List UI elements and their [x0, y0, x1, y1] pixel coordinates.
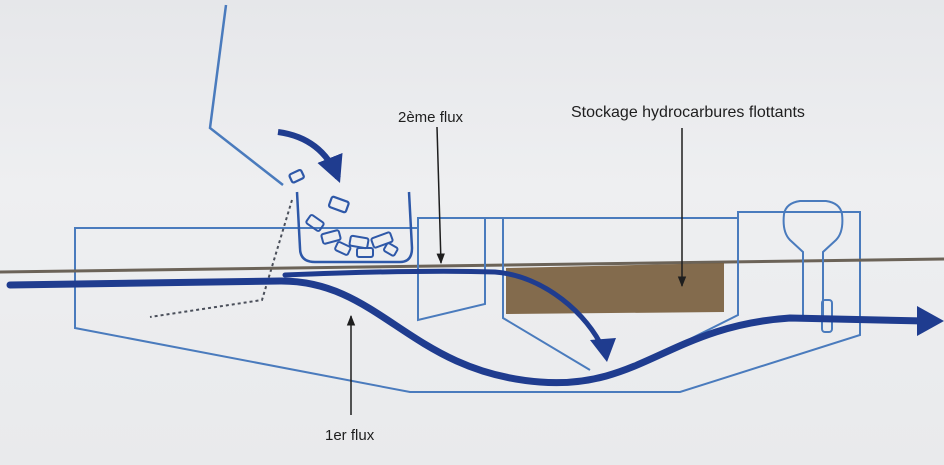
- water-surface: [0, 257, 944, 274]
- outlet-arrowhead: [917, 306, 944, 336]
- debris-basket: [295, 191, 414, 264]
- outlet-valve: [782, 200, 844, 321]
- label-storage: Stockage hydrocarbures flottants: [571, 104, 805, 121]
- second-flow-pointer: [436, 126, 445, 265]
- screen-dotted-line: [149, 199, 293, 318]
- oil-storage-layer: [506, 263, 724, 314]
- baffle-2: [502, 218, 591, 371]
- inlet-pipe: [208, 4, 284, 186]
- inflow-arrow: [277, 129, 343, 184]
- label-second-flow: 2ème flux: [398, 109, 464, 126]
- second-flow-stream: [282, 268, 606, 352]
- separator-tank: [74, 211, 861, 393]
- label-first-flow: 1er flux: [325, 427, 375, 444]
- debris-in-basket: [305, 214, 399, 258]
- baffle-1: [417, 218, 486, 322]
- second-flow-arrowhead: [590, 338, 616, 362]
- debris-falling: [288, 168, 350, 214]
- first-flow-stream: [6, 277, 929, 387]
